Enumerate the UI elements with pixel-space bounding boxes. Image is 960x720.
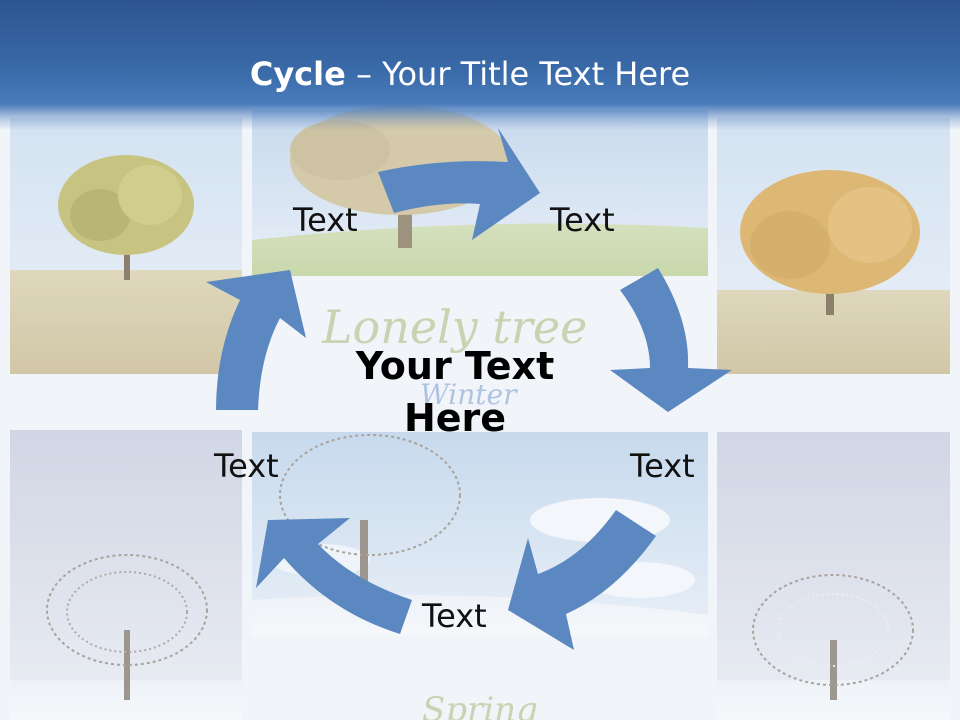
title-bar [0,0,960,130]
watermark-lonely-tree: Lonely tree [322,300,588,354]
arrow-bottom-left [256,518,412,634]
title-bold: Cycle [249,55,346,93]
cycle-label-top-right: Text [550,201,615,239]
slide-title: Cycle – Your Title Text Here [0,52,940,96]
cycle-label-bottom: Text [422,597,487,635]
arrow-bottom-right [508,510,656,650]
center-text: Your Text Here [355,344,555,440]
watermark-spring: Spring [422,690,538,720]
title-rest: – Your Title Text Here [345,55,691,93]
arrow-top [378,128,540,240]
arrow-right [610,268,732,412]
cycle-label-top-left: Text [293,201,358,239]
photo-top-right [717,118,950,374]
watermark-winter: Winter [420,378,517,411]
photo-bottom-right [717,432,950,720]
arrow-left [206,270,306,410]
photo-top-left [10,118,242,374]
photo-bottom-left [10,430,242,720]
cycle-label-right: Text [630,447,695,485]
photo-top-center [252,105,708,276]
cycle-label-left: Text [214,447,279,485]
